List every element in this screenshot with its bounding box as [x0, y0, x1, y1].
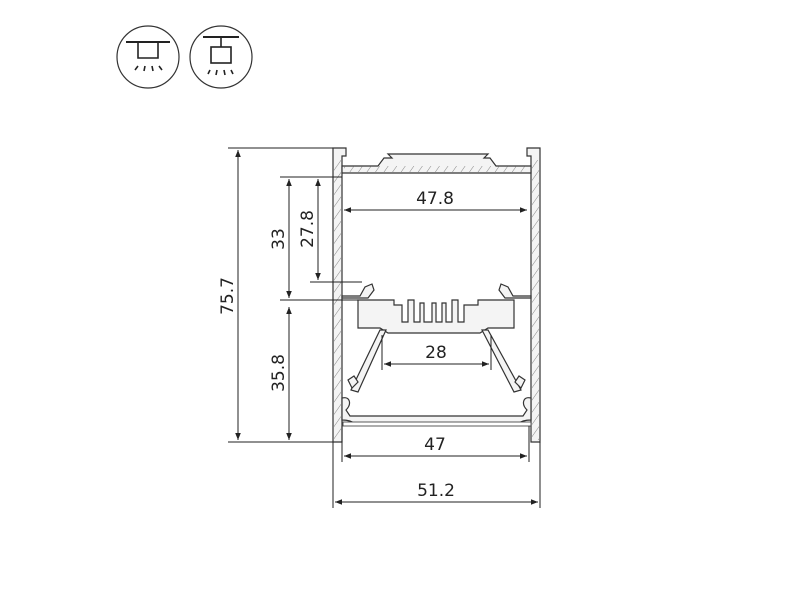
extension-lines [228, 147, 541, 508]
dimension-label: 33 [269, 228, 289, 250]
dimension-upper-inner-height: 27.8 [298, 179, 321, 280]
dimension-label: 35.8 [269, 354, 289, 392]
dimension-diffuser-width: 47 [344, 435, 527, 459]
dimension-label: 47 [424, 435, 446, 455]
dimension-led-board-width: 28 [384, 343, 489, 367]
dimension-label: 51.2 [417, 481, 455, 501]
suspended-light-icon[interactable] [189, 25, 253, 89]
dimension-total-height: 75.7 [218, 150, 241, 440]
dimension-label: 28 [425, 343, 447, 363]
dimension-lower-height: 35.8 [269, 307, 292, 440]
dimension-inner-width-top: 47.8 [344, 189, 527, 213]
dimension-label: 75.7 [218, 277, 238, 315]
dimension-upper-height: 33 [269, 179, 292, 298]
dimension-outer-width: 51.2 [335, 481, 538, 505]
dimension-label: 27.8 [298, 210, 318, 248]
surface-mount-light-icon[interactable] [116, 25, 180, 89]
aluminum-profile [332, 147, 541, 443]
dimension-label: 47.8 [416, 189, 454, 209]
